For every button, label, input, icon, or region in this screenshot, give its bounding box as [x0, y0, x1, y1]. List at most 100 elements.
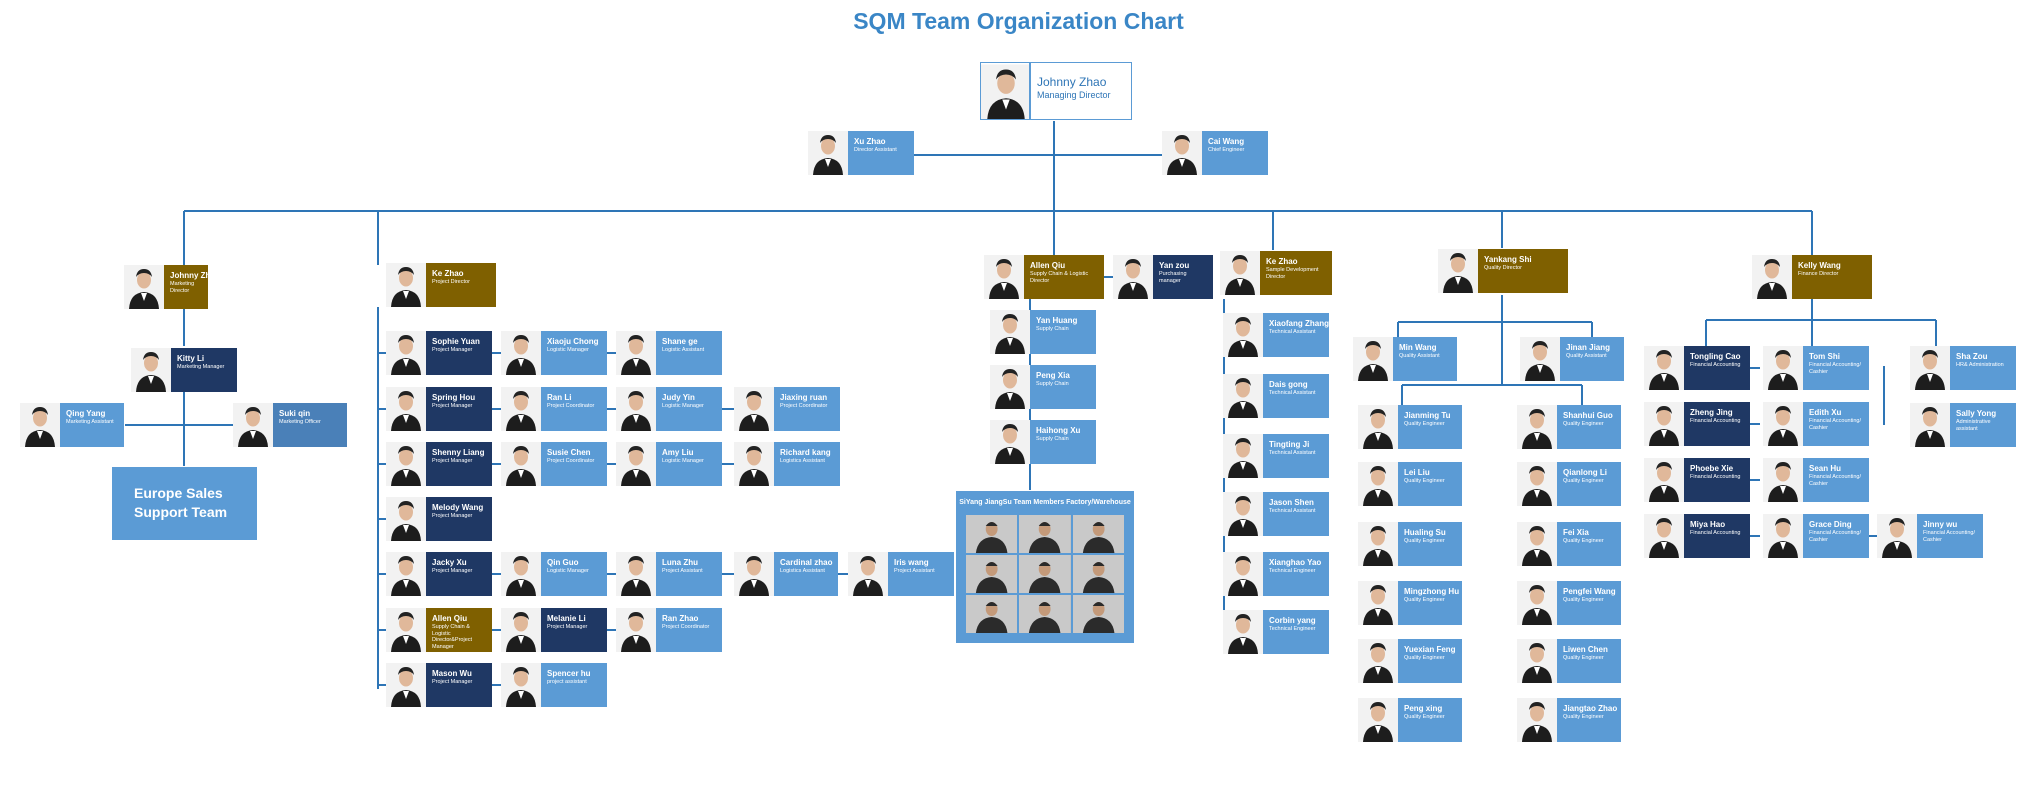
person-photo	[1644, 402, 1684, 446]
factory-member-photo	[1072, 555, 1124, 593]
person-title: Financial Accounting/ Cashier	[1809, 418, 1861, 431]
person-photo-icon	[1223, 610, 1263, 654]
person-photo	[501, 552, 541, 596]
person-photo	[1644, 346, 1684, 390]
person-photo	[990, 420, 1030, 464]
person-photo-icon	[1644, 458, 1684, 502]
factory-team-panel: SiYang JiangSu Team Members Factory/Ware…	[956, 491, 1134, 643]
person-title: Quality Engineer	[1563, 597, 1604, 603]
person-photo-icon	[1438, 249, 1478, 293]
person-name: Kelly Wang	[1798, 261, 1841, 270]
person-title: Project Manager	[432, 403, 473, 409]
person-photo-icon	[386, 663, 426, 707]
person-photo	[386, 442, 426, 486]
person-photo-icon	[616, 608, 656, 652]
person-photo	[386, 387, 426, 431]
person-photo	[501, 663, 541, 707]
person-name: Ke Zhao	[432, 269, 464, 278]
person-photo-icon	[501, 663, 541, 707]
person-photo-icon	[1644, 514, 1684, 558]
org-node-johnny-zhao-marketing: Johnny ZhaoMarketing Director	[124, 265, 208, 309]
person-photo-icon	[1358, 522, 1398, 566]
person-photo	[616, 442, 656, 486]
person-name: Edith Xu	[1809, 408, 1842, 417]
person-photo	[1910, 403, 1950, 447]
person-name: Corbin yang	[1269, 616, 1316, 625]
person-title: project assistant	[547, 679, 587, 685]
person-photo	[1910, 346, 1950, 390]
person-title: Sample Development Director	[1266, 267, 1319, 280]
person-title: Technical Engineer	[1269, 626, 1316, 632]
person-title: Logistics Assistant	[780, 568, 825, 574]
person-name: Yankang Shi	[1484, 255, 1532, 264]
person-name: Yuexian Feng	[1404, 645, 1456, 654]
person-photo	[1223, 374, 1263, 418]
person-photo-icon	[1517, 698, 1557, 742]
person-title: Technical Assistant	[1269, 508, 1316, 514]
person-photo-icon	[1223, 492, 1263, 536]
node-label: Johnny ZhaoMarketing Director	[164, 265, 208, 309]
person-title: Financial Accounting/ Cashier	[1809, 362, 1861, 375]
person-photo-icon	[20, 403, 60, 447]
person-photo-icon	[501, 552, 541, 596]
person-title: Project Assistant	[662, 568, 703, 574]
person-photo	[734, 552, 774, 596]
person-photo	[386, 331, 426, 375]
person-title: Purchasing manager	[1159, 271, 1187, 284]
person-photo-icon	[1644, 346, 1684, 390]
person-photo-icon	[734, 387, 774, 431]
person-photo	[616, 552, 656, 596]
person-name: Spring Hou	[432, 393, 476, 402]
person-photo	[1223, 492, 1263, 536]
person-title: Technical Assistant	[1269, 329, 1316, 335]
person-name: Jason Shen	[1269, 498, 1314, 507]
person-photo-icon	[1223, 552, 1263, 596]
person-title: Financial Accounting/ Cashier	[1809, 474, 1861, 487]
person-photo	[501, 608, 541, 652]
person-title: Financial Accounting	[1690, 474, 1741, 480]
person-name: Shenny Liang	[432, 448, 485, 457]
person-name: Tingting Ji	[1269, 440, 1310, 449]
person-title: Supply Chain	[1036, 326, 1069, 332]
person-title: Marketing Assistant	[66, 419, 114, 425]
person-photo-icon	[616, 552, 656, 596]
person-title: Financial Accounting	[1690, 530, 1741, 536]
person-photo	[501, 387, 541, 431]
person-photo	[990, 365, 1030, 409]
factory-member-photo	[966, 515, 1018, 553]
person-photo-icon	[616, 331, 656, 375]
person-title: Project Coordinator	[780, 403, 828, 409]
person-title: Marketing Director	[170, 281, 195, 294]
person-photo	[1517, 581, 1557, 625]
